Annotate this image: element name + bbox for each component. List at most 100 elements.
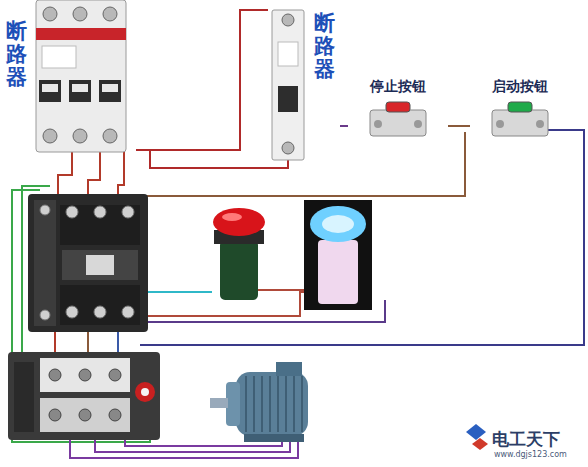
wiring-part bbox=[140, 130, 584, 345]
contactor-part bbox=[34, 200, 56, 326]
wire bbox=[448, 126, 470, 127]
indicator-lamp-blue-part bbox=[304, 200, 372, 310]
indicator-lamp-blue-part bbox=[322, 215, 354, 233]
motor-part bbox=[244, 434, 304, 442]
thermal-relay-part bbox=[8, 352, 160, 440]
wire-line bbox=[340, 125, 348, 127]
thermal-relay-part bbox=[135, 382, 155, 402]
device-symbol-part bbox=[370, 110, 426, 136]
device-symbol-part bbox=[42, 84, 58, 92]
device-symbol-part bbox=[508, 102, 532, 112]
thermal-relay-part-part bbox=[49, 409, 61, 421]
motor-part bbox=[210, 398, 228, 408]
device-node: 启动按钮 bbox=[470, 78, 570, 140]
contactor-part bbox=[60, 205, 140, 245]
thermal-relay-part-part bbox=[109, 369, 121, 381]
device-node: 停止按钮 bbox=[348, 78, 448, 140]
motor-part bbox=[246, 376, 302, 432]
device-symbol-part bbox=[102, 84, 118, 92]
button-label: 停止按钮 bbox=[348, 78, 448, 96]
contactor-part bbox=[40, 205, 134, 320]
device-node: 断路器 bbox=[268, 2, 340, 164]
device-node: 断路器 bbox=[2, 0, 136, 160]
motor-part bbox=[276, 362, 302, 376]
device-symbol-part bbox=[278, 42, 298, 66]
contactor-part-part bbox=[122, 306, 134, 318]
wire bbox=[136, 10, 268, 150]
contactor-part bbox=[86, 255, 114, 275]
device-symbol-part bbox=[69, 80, 91, 102]
device-symbol-part bbox=[99, 80, 121, 102]
button-label: 启动按钮 bbox=[470, 78, 570, 96]
watermark-text: www.dgjs123.com bbox=[494, 450, 567, 459]
watermark-logo-part bbox=[466, 424, 486, 440]
device-symbol-part bbox=[36, 28, 126, 40]
watermark-logo bbox=[466, 424, 488, 450]
wire bbox=[340, 126, 348, 127]
motor-part bbox=[236, 372, 308, 436]
indicator-lamp-red-part bbox=[222, 213, 242, 221]
indicator-lamp-red bbox=[213, 208, 265, 300]
contactor-part bbox=[62, 250, 138, 280]
thermal-relay-part-part bbox=[79, 369, 91, 381]
device-symbol-part bbox=[386, 102, 410, 112]
thermal-relay-part bbox=[14, 362, 34, 432]
motor-part bbox=[226, 382, 240, 426]
device-symbol-part bbox=[43, 129, 57, 143]
contactor-part-part bbox=[66, 306, 78, 318]
contactor-part-part bbox=[94, 206, 106, 218]
thermal-relay-part bbox=[49, 369, 121, 421]
device-symbol-part bbox=[43, 7, 57, 21]
motor-part-part bbox=[285, 376, 287, 432]
indicator-lamp-blue-part bbox=[318, 240, 358, 304]
wiring bbox=[12, 130, 584, 458]
device-symbol-part bbox=[73, 129, 87, 143]
thermal-relay-part-part bbox=[49, 369, 61, 381]
device-symbol-part bbox=[73, 7, 87, 21]
contactor-part-part bbox=[66, 206, 78, 218]
device-symbol-part bbox=[42, 46, 76, 68]
indicator-lamp-blue bbox=[304, 200, 372, 310]
device-symbol-part bbox=[278, 86, 298, 112]
device-symbol-part bbox=[39, 80, 61, 102]
device-symbol-part bbox=[496, 120, 504, 128]
device-symbol-part bbox=[272, 10, 304, 160]
thermal-relay bbox=[8, 352, 160, 440]
device-symbol-part bbox=[36, 0, 126, 152]
watermark-logo-part bbox=[472, 438, 488, 450]
wiring-part bbox=[88, 150, 100, 200]
motor-part-part bbox=[277, 376, 279, 432]
motor-part-part bbox=[245, 376, 247, 432]
wiring-part bbox=[136, 150, 288, 168]
device-symbol-part bbox=[492, 110, 548, 136]
wire-line bbox=[448, 125, 470, 127]
thermal-relay-part-part bbox=[79, 409, 91, 421]
contactor-part-part bbox=[40, 310, 50, 320]
motor-part-part bbox=[261, 376, 263, 432]
device-symbol-part bbox=[282, 14, 294, 26]
contactor-part-part bbox=[40, 205, 50, 215]
device-symbol-part bbox=[282, 142, 294, 154]
wiring-part bbox=[258, 289, 306, 291]
device-symbol-part bbox=[374, 120, 382, 128]
thermal-relay-part bbox=[141, 388, 149, 396]
motor-part-part bbox=[301, 376, 303, 432]
motor-part-part bbox=[269, 376, 271, 432]
thermal-relay-part bbox=[40, 358, 130, 392]
thermal-relay-part bbox=[40, 398, 130, 432]
indicator-lamp-blue-part bbox=[310, 206, 366, 242]
contactor-part bbox=[60, 285, 140, 325]
watermark-text: 电工天下 bbox=[492, 428, 560, 451]
motor-part-part bbox=[253, 376, 255, 432]
motor bbox=[210, 362, 308, 442]
motor-part-part bbox=[293, 376, 295, 432]
device-symbol-part bbox=[414, 120, 422, 128]
device-symbol-part bbox=[103, 129, 117, 143]
device-symbol-part bbox=[103, 7, 117, 21]
wire-line bbox=[136, 10, 268, 150]
device-symbol-part bbox=[72, 84, 88, 92]
contactor-part-part bbox=[122, 206, 134, 218]
wiring-part bbox=[112, 132, 465, 196]
